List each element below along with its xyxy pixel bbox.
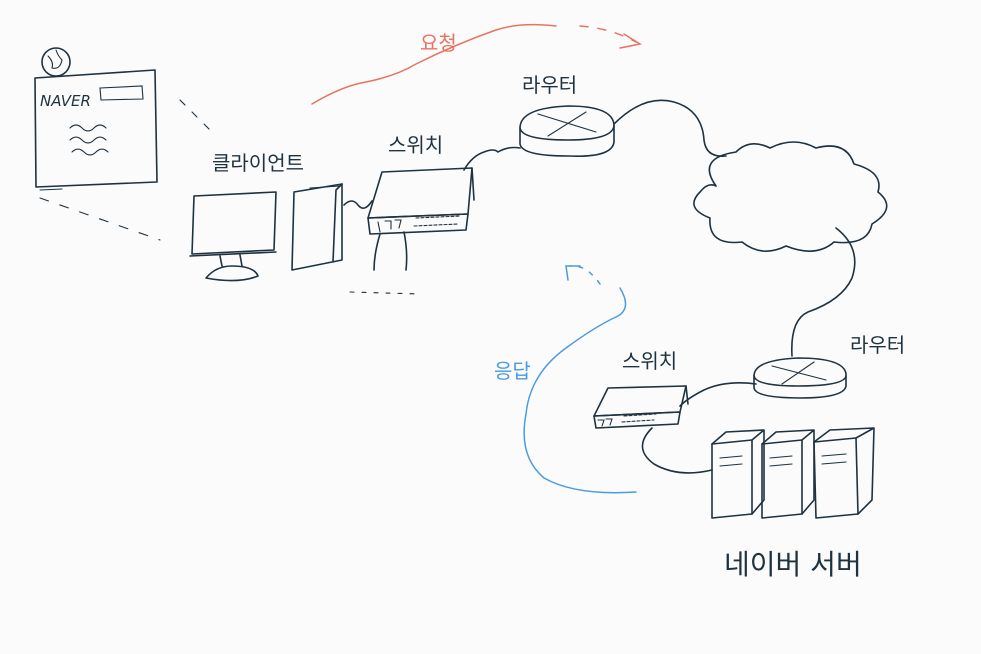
router-switch-cable <box>679 382 757 407</box>
switch-bottom-label: 스위치 <box>622 349 677 373</box>
zoom-guide-lines <box>39 99 216 241</box>
server-rack-icon <box>813 427 875 519</box>
switch-icon <box>349 167 475 295</box>
response-label: 응답 <box>494 359 531 383</box>
router-top-label: 라우터 <box>522 73 577 97</box>
request-label: 요청 <box>420 31 457 55</box>
browser-window-icon <box>34 69 158 191</box>
cloud-router-cable <box>791 227 856 357</box>
monitor-icon <box>189 191 277 282</box>
client-label: 클라이언트 <box>212 151 304 175</box>
switch-server-cable <box>641 427 713 474</box>
browser-brand-label: NAVER <box>40 92 91 110</box>
server-rack-icon <box>761 429 815 519</box>
globe-icon <box>41 47 71 77</box>
client-switch-cable <box>343 200 373 209</box>
switch-icon <box>593 385 689 429</box>
response-arrow <box>523 265 637 494</box>
switch-top-label: 스위치 <box>388 133 443 157</box>
router-cloud-cable <box>613 99 727 157</box>
router-bottom-label: 라우터 <box>850 333 905 357</box>
pc-tower-icon <box>291 183 343 271</box>
cloud-icon <box>693 141 888 252</box>
servers-label: 네이버 서버 <box>724 548 862 581</box>
router-icon <box>519 105 615 158</box>
request-arrow <box>311 23 642 105</box>
router-icon <box>753 357 847 399</box>
switch-router-cable <box>463 146 521 171</box>
server-rack-icon <box>711 429 765 519</box>
